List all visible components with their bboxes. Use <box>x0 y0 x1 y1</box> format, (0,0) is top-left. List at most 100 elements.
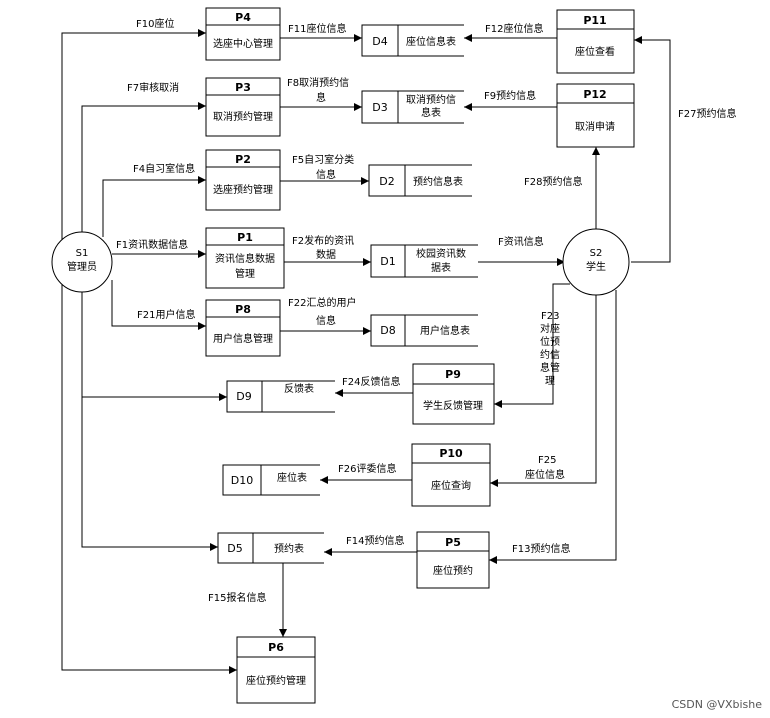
flow-label-f23-line1: F23 <box>541 311 559 322</box>
process-box <box>205 149 281 211</box>
entity-id: S1 <box>76 248 89 259</box>
flow-label-f22-line1: F22汇总的用户 <box>288 296 356 309</box>
entity-circle <box>51 231 113 293</box>
process-id: P5 <box>445 536 461 549</box>
flow-label-f23-line2: 对座 <box>540 322 560 335</box>
process-name: 选座中心管理 <box>213 37 273 50</box>
process-p4: P4 选座中心管理 <box>205 7 281 61</box>
process-name: 学生反馈管理 <box>423 399 483 412</box>
process-p9: P9 学生反馈管理 <box>412 363 495 425</box>
store-id: D10 <box>231 474 253 487</box>
process-p5: P5 座位预约 <box>416 531 490 589</box>
flow-s1-d5-line <box>81 397 218 551</box>
process-box <box>205 299 281 357</box>
process-p6: P6 座位预约管理 <box>236 636 316 704</box>
flow-f10-line <box>61 29 206 262</box>
flow-label-f5-line1: F5自习室分类 <box>292 153 354 166</box>
process-id: P2 <box>235 153 251 166</box>
flow-label-f23-line3: 位预 <box>540 335 560 348</box>
process-box <box>236 636 316 704</box>
flow-label-f9: F9预约信息 <box>484 89 536 102</box>
store-id: D4 <box>372 35 387 48</box>
process-name: 选座预约管理 <box>213 183 273 196</box>
flow-f7-line <box>81 102 206 243</box>
process-name: 座位查询 <box>431 479 471 492</box>
flow-label-f1: F1资讯数据信息 <box>116 238 188 251</box>
store-d3: D3 取消预约信 息表 <box>361 90 464 124</box>
flow-label-f12: F12座位信息 <box>485 22 543 35</box>
process-name: 座位预约管理 <box>246 674 306 687</box>
flow-label-f21: F21用户信息 <box>137 308 195 321</box>
flow-label-f-news: F资讯信息 <box>498 235 544 248</box>
flow-label-f5-line2: 信息 <box>316 168 336 181</box>
flow-label-f23-line5: 息管 <box>540 361 560 374</box>
store-name-line1: 取消预约信 <box>406 93 456 106</box>
process-box <box>556 9 635 74</box>
store-name: 预约表 <box>274 542 304 555</box>
store-d2: D2 预约信息表 <box>368 164 472 197</box>
process-p1: P1 资讯信息数据 管理 <box>205 227 285 289</box>
store-name: 用户信息表 <box>420 324 470 337</box>
store-id: D5 <box>227 542 242 555</box>
process-id: P12 <box>583 88 606 101</box>
flow-label-f11: F11座位信息 <box>288 22 346 35</box>
flow-label-f27: F27预约信息 <box>678 107 736 120</box>
process-id: P9 <box>445 368 461 381</box>
process-name: 用户信息管理 <box>213 332 273 345</box>
store-name: 反馈表 <box>284 382 314 395</box>
flow-label-f8-line2: 息 <box>316 91 326 104</box>
process-box <box>411 443 491 507</box>
store-id: D2 <box>379 175 394 188</box>
flow-label-f15: F15报名信息 <box>208 591 266 604</box>
store-name: 座位表 <box>277 471 307 484</box>
process-id: P1 <box>237 231 253 244</box>
process-id: P11 <box>583 14 606 27</box>
process-id: P3 <box>235 81 251 94</box>
flow-label-f13: F13预约信息 <box>512 542 570 555</box>
flow-label-f22-line2: 信息 <box>316 314 336 327</box>
entity-id: S2 <box>590 248 603 259</box>
process-p8: P8 用户信息管理 <box>205 299 281 357</box>
flow-label-f25-line2: 座位信息 <box>525 468 565 481</box>
store-name: 座位信息表 <box>406 35 456 48</box>
entity-s1: S1 管理员 <box>51 231 113 293</box>
process-name: 座位查看 <box>575 45 615 58</box>
process-p2: P2 选座预约管理 <box>205 149 281 211</box>
flow-s1-p6-line <box>61 262 237 674</box>
flow-f13-line <box>489 290 617 564</box>
store-name-line1: 校园资讯数 <box>416 247 466 260</box>
process-id: P10 <box>439 447 463 460</box>
store-d1: D1 校园资讯数 据表 <box>370 244 478 278</box>
flow-label-f10: F10座位 <box>136 17 174 30</box>
flow-label-f24: F24反馈信息 <box>342 375 400 388</box>
flow-label-f14: F14预约信息 <box>346 534 404 547</box>
flow-f21-line <box>111 280 206 330</box>
store-name: 预约信息表 <box>413 175 463 188</box>
process-id: P4 <box>235 11 251 24</box>
process-name-line2: 管理 <box>235 267 255 280</box>
store-id: D8 <box>380 324 395 337</box>
process-box <box>412 363 495 425</box>
flow-label-f8-line1: F8取消预约信 <box>287 76 349 89</box>
flow-f25-line <box>490 292 597 487</box>
flow-label-f2-line2: 数据 <box>316 248 336 261</box>
flow-label-f28: F28预约信息 <box>524 175 582 188</box>
process-name-line1: 资讯信息数据 <box>215 252 275 265</box>
store-d9: D9 反馈表 <box>226 380 335 413</box>
flow-lines <box>61 29 671 674</box>
flow-s1-d9-line <box>81 281 227 401</box>
flow-label-f4: F4自习室信息 <box>133 162 195 175</box>
flow-label-f25-line1: F25 <box>538 455 556 466</box>
process-p3: P3 取消预约管理 <box>205 77 281 137</box>
store-d10: D10 座位表 <box>222 464 320 496</box>
process-p11: P11 座位查看 <box>556 9 635 74</box>
store-id: D3 <box>372 101 387 114</box>
entity-name: 学生 <box>586 260 606 273</box>
entity-s2: S2 学生 <box>562 228 630 296</box>
process-box <box>205 7 281 61</box>
flow-label-f23-line6: 理 <box>545 375 555 387</box>
process-name: 座位预约 <box>433 564 473 577</box>
flow-label-f23-line4: 约信 <box>540 348 560 361</box>
flow-f4-line <box>102 176 206 237</box>
